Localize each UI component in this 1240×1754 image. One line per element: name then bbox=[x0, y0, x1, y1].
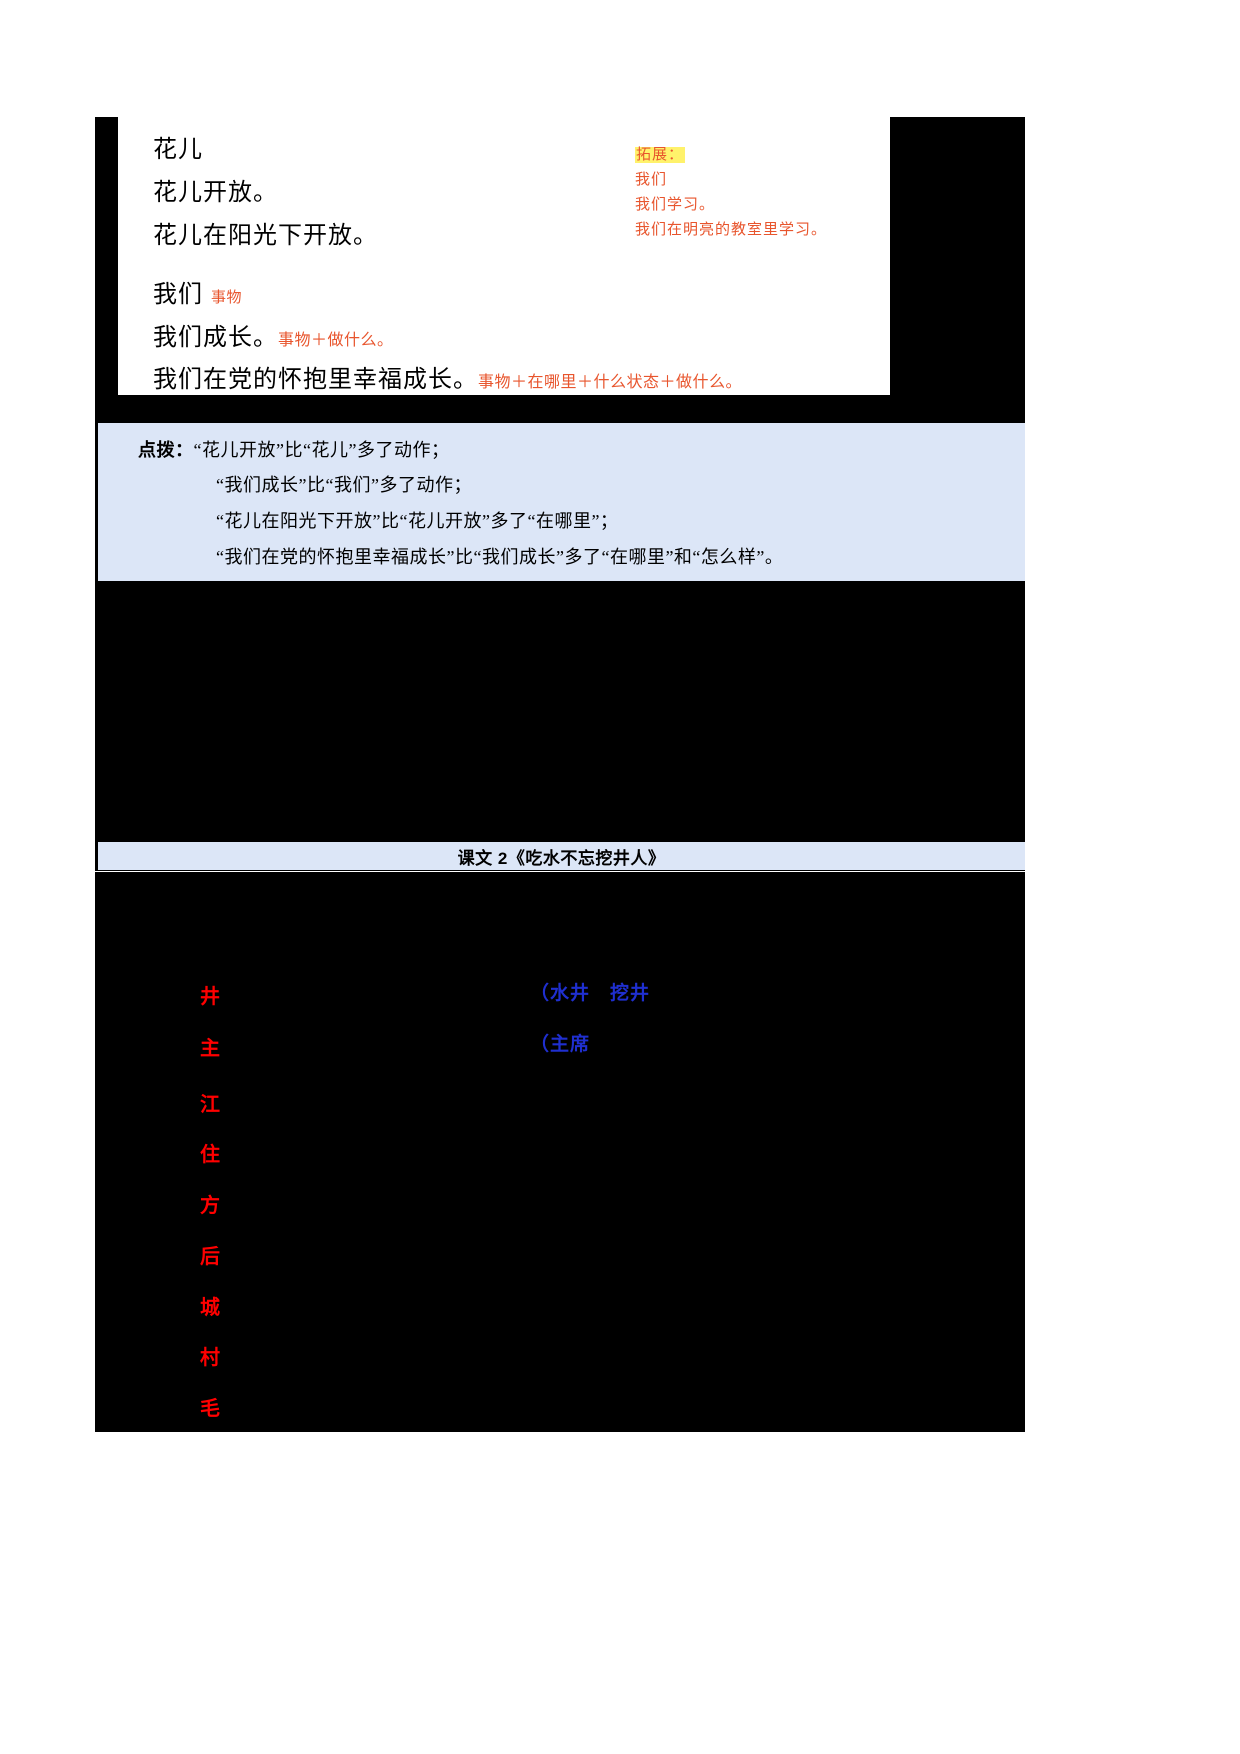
tip-row-4: “我们在党的怀抱里幸福成长”比“我们成长”多了“在哪里”和“怎么样”。 bbox=[216, 547, 784, 567]
example-line-2-text: 花儿开放。 bbox=[153, 180, 278, 206]
example-line-1: 花儿 bbox=[153, 129, 203, 164]
blank-black-region bbox=[95, 581, 1025, 841]
example-line-4-text: 我们 bbox=[153, 282, 203, 308]
example-line-3-text: 花儿在阳光下开放。 bbox=[153, 223, 378, 249]
character-item-1: 主 bbox=[200, 1038, 221, 1060]
example-line-4-annotation: 事物 bbox=[211, 290, 243, 306]
example-line-2: 花儿开放。 bbox=[153, 172, 278, 207]
extension-line-2: 我们学习。 bbox=[635, 197, 716, 213]
character-item-7: 村 bbox=[200, 1347, 221, 1369]
character-item-5: 后 bbox=[200, 1246, 221, 1268]
example-line-3: 花儿在阳光下开放。 bbox=[153, 215, 378, 250]
extension-heading-text: 拓展： bbox=[635, 147, 686, 163]
character-item-4: 方 bbox=[200, 1195, 221, 1217]
extension-line-1: 我们 bbox=[635, 172, 668, 188]
example-line-6-annotation: 事物＋在哪里＋什么状态＋做什么。 bbox=[478, 374, 743, 391]
example-line-4: 我们事物 bbox=[153, 274, 242, 309]
example-line-6: 我们在党的怀抱里幸福成长。事物＋在哪里＋什么状态＋做什么。 bbox=[153, 359, 742, 394]
tip-row-1-text: “花儿开放”比“花儿”多了动作； bbox=[193, 440, 450, 460]
example-line-1-text: 花儿 bbox=[153, 137, 203, 163]
character-item-3: 住 bbox=[200, 1144, 221, 1166]
extension-line-3: 我们在明亮的教室里学习。 bbox=[635, 222, 828, 238]
extension-heading: 拓展： bbox=[635, 143, 935, 168]
word-group-1: （主席 bbox=[530, 1034, 591, 1055]
word-group-0: （水井 挖井 bbox=[530, 983, 651, 1004]
tip-row-1: 点拨：“花儿开放”比“花儿”多了动作； bbox=[138, 436, 449, 462]
lesson-title-bar: 课文 2《吃水不忘挖井人》 bbox=[95, 841, 1025, 871]
extension-annotation-block: 拓展： 我们 我们学习。 我们在明亮的教室里学习。 bbox=[635, 143, 935, 243]
example-block-background bbox=[118, 117, 890, 395]
tip-box: 点拨：“花儿开放”比“花儿”多了动作； “我们成长”比“我们”多了动作； “花儿… bbox=[95, 423, 1025, 581]
example-line-5-text: 我们成长。 bbox=[153, 325, 278, 351]
lesson-title-text: 课文 2《吃水不忘挖井人》 bbox=[457, 848, 666, 868]
character-item-2: 江 bbox=[200, 1094, 221, 1116]
example-block-content: 花儿 花儿开放。 花儿在阳光下开放。 我们事物 我们成长。事物＋做什么。 我们在… bbox=[118, 117, 890, 395]
character-list-region: 井 主 江 住 方 后 城 村 毛 （水井 挖井 （主席 bbox=[95, 872, 1025, 1432]
divider-band-upper bbox=[95, 395, 1025, 423]
example-line-5-annotation: 事物＋做什么。 bbox=[278, 332, 394, 349]
character-item-0: 井 bbox=[200, 986, 221, 1008]
tip-row-2: “我们成长”比“我们”多了动作； bbox=[216, 475, 472, 495]
character-item-8: 毛 bbox=[200, 1398, 221, 1420]
character-item-6: 城 bbox=[200, 1297, 221, 1319]
example-line-5: 我们成长。事物＋做什么。 bbox=[153, 317, 394, 352]
tip-row-3: “花儿在阳光下开放”比“花儿开放”多了“在哪里”； bbox=[216, 511, 619, 531]
tip-box-label: 点拨： bbox=[138, 440, 194, 460]
example-line-6-text: 我们在党的怀抱里幸福成长。 bbox=[153, 367, 478, 393]
